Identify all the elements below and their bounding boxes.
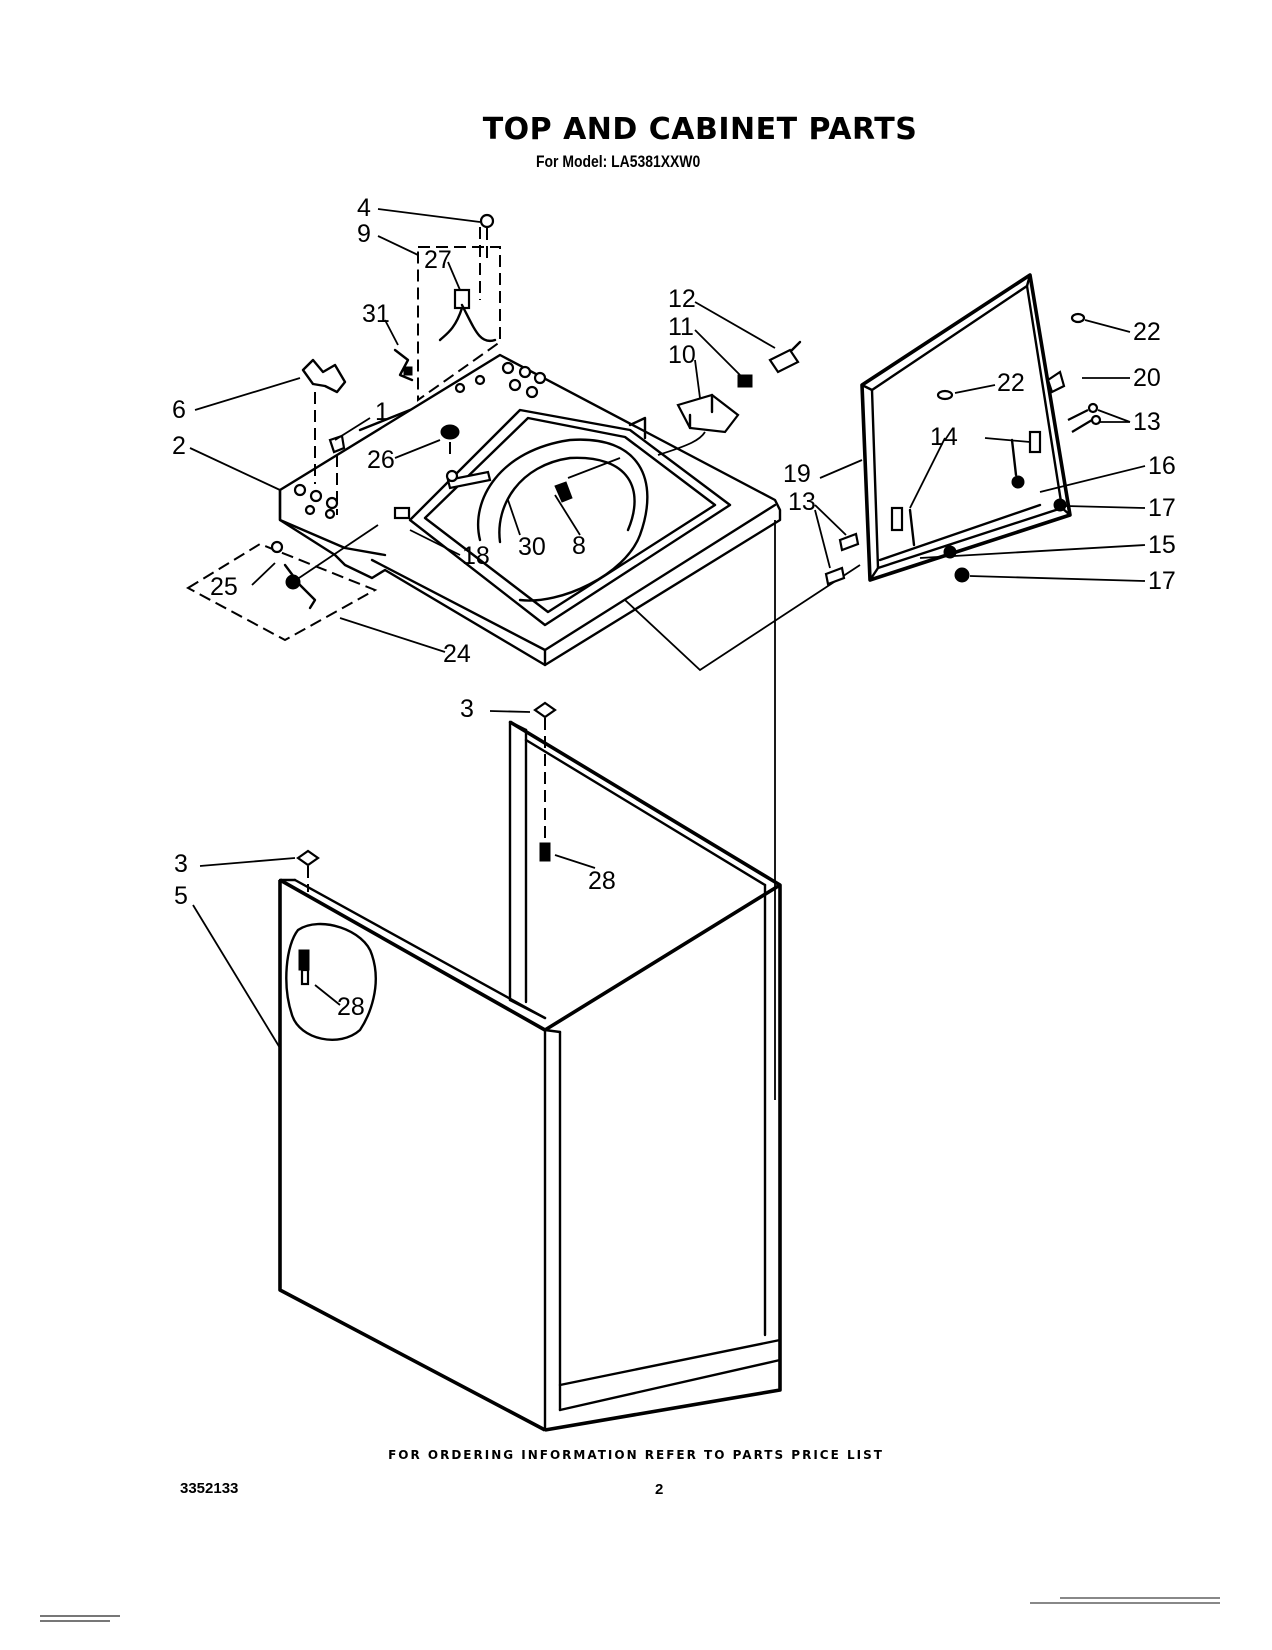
callout-14: 14 (930, 423, 958, 451)
callout-4: 4 (357, 194, 371, 222)
fine-print-left (40, 1612, 130, 1625)
plug-26 (440, 424, 460, 456)
callout-16: 16 (1148, 452, 1176, 480)
screw-4 (479, 213, 495, 262)
callout-5: 5 (174, 882, 188, 910)
clip-3-right (533, 701, 557, 862)
callout-28-right: 28 (588, 867, 616, 895)
callout-9: 9 (357, 220, 371, 248)
callout-31: 31 (362, 300, 390, 328)
switch-24 (185, 524, 379, 642)
callout-24: 24 (443, 640, 471, 668)
callout-2: 2 (172, 432, 186, 460)
callout-26: 26 (367, 446, 395, 474)
part-31-body (403, 366, 413, 376)
callout-15: 15 (1148, 531, 1176, 559)
callout-3-upper: 3 (460, 695, 474, 723)
callout-13-left: 13 (788, 488, 816, 516)
cabinet-top (278, 353, 861, 1100)
cabinet-5 (278, 720, 782, 1432)
switch-assembly-10-11-12 (657, 340, 802, 456)
callout-3-lower: 3 (174, 850, 188, 878)
callout-13-right: 13 (1133, 408, 1161, 436)
page-title: TOP AND CABINET PARTS (482, 112, 918, 147)
callout-17-upper: 17 (1148, 494, 1176, 522)
part-30 (445, 469, 492, 490)
screw-8 (554, 457, 621, 503)
model-subtitle: For Model: LA5381XXW0 (536, 152, 701, 171)
fine-print-right (1030, 1594, 1220, 1607)
callout-12: 12 (668, 285, 696, 313)
callout-6: 6 (172, 396, 186, 424)
bracket-9 (417, 227, 501, 402)
callout-19: 19 (783, 460, 811, 488)
callout-10: 10 (668, 341, 696, 369)
callout-27: 27 (424, 246, 452, 274)
callout-1: 1 (375, 398, 389, 426)
page-number: 2 (655, 1481, 664, 1498)
callout-22-lid: 22 (997, 369, 1025, 397)
callout-8: 8 (572, 532, 586, 560)
clip-6 (301, 358, 347, 484)
callout-18: 18 (462, 542, 490, 570)
harness-27 (438, 288, 497, 343)
clip-3-left (296, 849, 320, 892)
ordering-note: FOR ORDERING INFORMATION REFER TO PARTS … (388, 1448, 884, 1462)
callout-22-right: 22 (1133, 318, 1161, 346)
callout-20: 20 (1133, 364, 1161, 392)
document-number: 3352133 (180, 1480, 239, 1497)
lid-19 (824, 273, 1102, 586)
callout-11: 11 (668, 313, 694, 341)
callout-28-left: 28 (337, 993, 365, 1021)
callout-30: 30 (518, 533, 546, 561)
leader-lines (189, 208, 1146, 1049)
callout-25: 25 (210, 573, 238, 601)
callout-17-lower: 17 (1148, 567, 1176, 595)
